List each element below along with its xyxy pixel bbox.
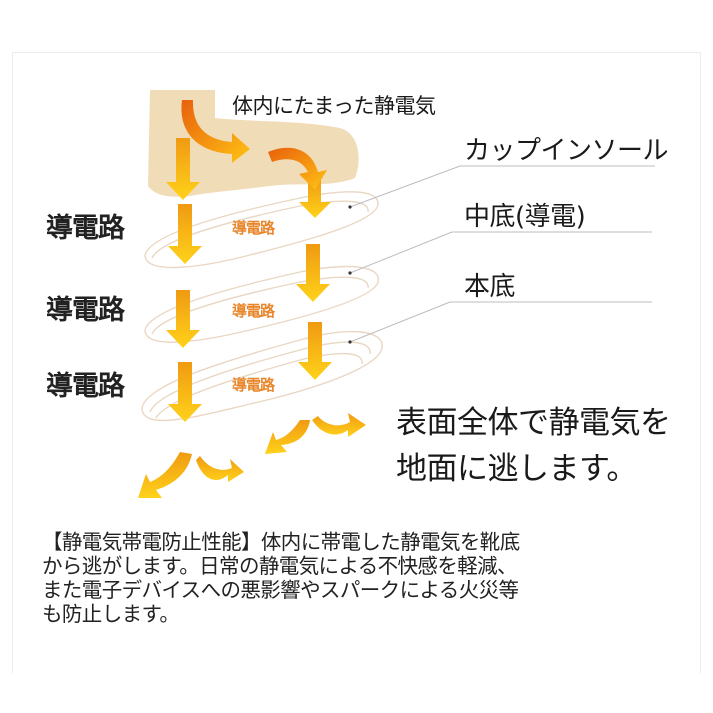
- summary-line: 地面に逃します。: [396, 451, 637, 487]
- summary-text: 表面全体で静電気を 地面に逃します。: [396, 400, 671, 492]
- description-line: また電子デバイスへの悪影響やスパークによる火災等: [42, 578, 519, 602]
- left-label-conductive-path: 導電路: [46, 295, 125, 326]
- summary-line: 表面全体で静電気を: [396, 405, 671, 441]
- diagram-title: 体内にたまった静電気: [232, 94, 436, 118]
- layer-label-cup-insole: カップインソール: [464, 136, 669, 166]
- curved-arrow-icon: [181, 100, 327, 190]
- description-line: 【静電気帯電防止性能】体内に帯電した静電気を靴底: [42, 530, 520, 554]
- down-arrow-icon: [166, 138, 202, 422]
- leader-line: [349, 165, 655, 343]
- left-label-conductive-path: 導電路: [46, 371, 125, 402]
- description-line: も防止します。: [42, 602, 180, 626]
- down-arrow-icon: [296, 178, 332, 380]
- foot-silhouette-icon: [148, 90, 359, 197]
- description-line: から逃がします。日常の静電気による不快感を軽減、: [42, 554, 518, 578]
- inner-label-conductive-path: 導電路: [232, 219, 275, 237]
- inner-label-conductive-path: 導電路: [232, 302, 275, 320]
- left-label-conductive-path: 導電路: [46, 213, 125, 244]
- curved-arrow-icon: [138, 413, 366, 498]
- inner-label-conductive-path: 導電路: [232, 376, 275, 394]
- layer-label-outsole: 本底: [464, 272, 516, 302]
- feature-description: 【静電気帯電防止性能】体内に帯電した静電気を靴底 から逃がします。日常の静電気に…: [42, 530, 682, 626]
- layer-label-midsole: 中底(導電): [464, 202, 586, 232]
- insole-outline-icon: [141, 191, 383, 422]
